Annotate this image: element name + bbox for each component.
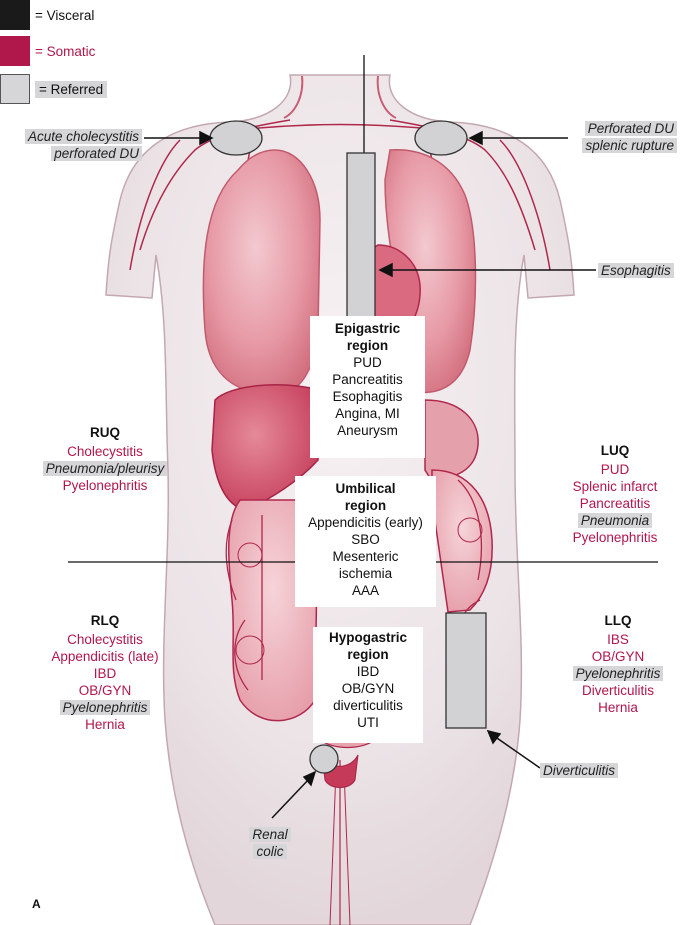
rlq-item: IBD (93, 666, 117, 681)
callout-arrows (144, 130, 596, 819)
luq-title: LUQ (600, 443, 630, 458)
referred-left-shoulder (414, 120, 468, 156)
ruq-title: RUQ (90, 425, 120, 440)
referred-right-shoulder (209, 120, 263, 156)
umbilical-region-box: Umbilical region Appendicitis (early) SB… (295, 476, 436, 607)
quadrant-llq: LLQ IBS OB/GYN Pyelonephritis Diverticul… (560, 612, 676, 716)
epigastric-item: Aneurysm (337, 423, 398, 438)
luq-item: PUD (600, 462, 630, 477)
callout-text-line: splenic rupture (582, 138, 677, 153)
hypogastric-item: diverticulitis (333, 698, 403, 713)
umbilical-item: AAA (351, 583, 379, 598)
epigastric-title-2: region (346, 338, 389, 353)
rlq-item-referred: Pyelonephritis (59, 700, 151, 715)
epigastric-region-box: Epigastric region PUD Pancreatitis Esoph… (310, 316, 425, 458)
referred-diverticulitis-bar (445, 612, 487, 729)
rlq-item: Hernia (85, 717, 125, 732)
umbilical-title-1: Umbilical (335, 481, 396, 496)
callout-text-line: Renal (249, 827, 291, 842)
hypogastric-item: IBD (356, 664, 380, 679)
llq-title: LLQ (604, 613, 632, 628)
luq-item: Pancreatitis (579, 496, 651, 511)
quadrant-luq: LUQ PUD Splenic infarct Pancreatitis Pne… (555, 442, 675, 546)
callout-text-line: Acute cholecystitis (24, 129, 142, 144)
callout-text-line: Diverticulitis (540, 763, 619, 778)
callout-esophagitis: Esophagitis (598, 262, 674, 279)
umbilical-item: ischemia (338, 566, 393, 581)
epigastric-item: Pancreatitis (332, 372, 403, 387)
llq-item-referred: Pyelonephritis (572, 666, 664, 681)
rlq-item: Appendicitis (late) (51, 649, 159, 664)
hypogastric-item: UTI (357, 715, 379, 730)
umbilical-item: Appendicitis (early) (308, 515, 423, 530)
epigastric-item: Esophagitis (332, 389, 403, 404)
panel-letter: A (32, 897, 41, 911)
rlq-item: Cholecystitis (67, 632, 143, 647)
ruq-item-referred: Pneumonia/pleurisy (42, 461, 168, 476)
hypogastric-region-box: Hypogastric region IBD OB/GYN diverticul… (313, 627, 423, 743)
ruq-item: Cholecystitis (67, 444, 143, 459)
callout-text-line: Esophagitis (598, 263, 674, 278)
umbilical-title-2: region (344, 498, 387, 513)
referred-renal-circle (309, 744, 339, 774)
llq-item: Diverticulitis (581, 683, 654, 698)
epigastric-title-1: Epigastric (334, 321, 401, 336)
legend-somatic-swatch (0, 36, 30, 66)
llq-item: Hernia (598, 700, 638, 715)
callout-perforated-du: Perforated DU splenic rupture (540, 120, 677, 154)
ruq-item: Pyelonephritis (62, 478, 148, 493)
callout-text-line: perforated DU (51, 146, 142, 161)
legend-visceral-swatch (0, 0, 30, 30)
quadrant-ruq: RUQ Cholecystitis Pneumonia/pleurisy Pye… (20, 424, 190, 494)
umbilical-item: Mesenteric (332, 549, 399, 564)
epigastric-item: PUD (353, 355, 382, 370)
callout-diverticulitis: Diverticulitis (540, 762, 619, 779)
llq-item: IBS (607, 632, 629, 647)
legend-referred-label: = Referred (35, 81, 108, 98)
hypogastric-item: OB/GYN (341, 681, 395, 696)
llq-item: OB/GYN (591, 649, 645, 664)
umbilical-item: SBO (351, 532, 380, 547)
quadrant-rlq: RLQ Cholecystitis Appendicitis (late) IB… (20, 612, 190, 733)
referred-esophagus-bar (346, 152, 376, 324)
callout-renal-colic: Renal colic (245, 826, 295, 860)
legend-referred-swatch (0, 74, 30, 104)
luq-item: Splenic infarct (572, 479, 658, 494)
rlq-item: OB/GYN (78, 683, 132, 698)
luq-item: Pyelonephritis (572, 530, 658, 545)
legend-referred-text: = Referred (35, 81, 108, 98)
liver (211, 384, 321, 511)
rlq-title: RLQ (90, 613, 120, 628)
callout-acute-cholecystitis: Acute cholecystitis perforated DU (2, 128, 142, 162)
epigastric-item: Angina, MI (335, 406, 400, 421)
luq-item-referred: Pneumonia (577, 513, 653, 528)
callout-text-line: Perforated DU (584, 121, 677, 136)
legend-somatic-label: = Somatic (35, 44, 96, 59)
hypogastric-title-1: Hypogastric (328, 630, 408, 645)
callout-text-line: colic (253, 844, 287, 859)
legend-visceral-label: = Visceral (35, 8, 95, 23)
hypogastric-title-2: region (347, 647, 389, 662)
